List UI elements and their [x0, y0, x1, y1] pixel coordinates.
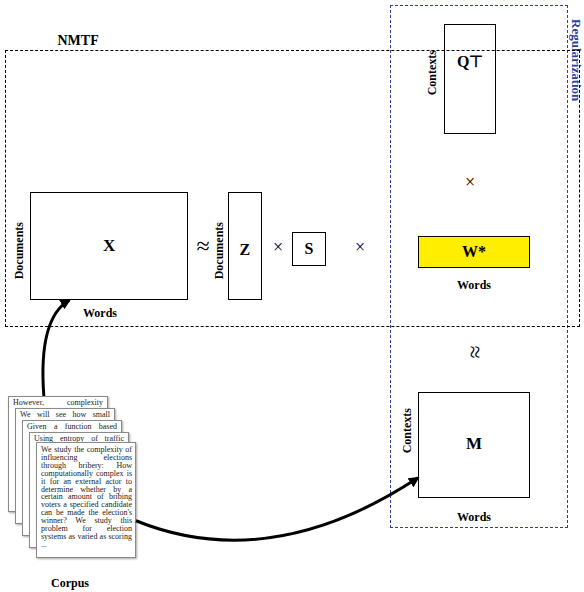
group-title: Regularization — [569, 19, 583, 101]
matrix-box: S — [292, 232, 326, 266]
matrix-label: Words — [457, 279, 491, 292]
document-text: We will see how small — [20, 411, 110, 419]
matrix-box: ContextsMWords — [418, 392, 530, 498]
operator-symbol: × — [465, 173, 475, 193]
matrix-label: W* — [462, 243, 486, 261]
matrix-label: M — [466, 435, 482, 454]
matrix-box: DocumentsXWords — [30, 192, 188, 300]
axis-label: Documents — [13, 222, 26, 279]
operator-symbol: ≈ — [197, 233, 210, 259]
axis-label: Contexts — [401, 408, 414, 453]
document-text: Given a function based — [27, 423, 117, 431]
document-text: However, complexity — [13, 399, 103, 407]
matrix-label: X — [103, 237, 115, 256]
matrix-label: Z — [240, 241, 251, 259]
matrix-box: W*Words — [418, 236, 530, 268]
document-page: We study the complexity of influencing e… — [36, 442, 136, 558]
curved-arrow — [136, 478, 418, 540]
corpus-stack: However, complexity We will see how small… — [8, 396, 136, 558]
axis-label: Contexts — [426, 50, 439, 95]
group-title: NMTF — [58, 33, 99, 48]
matrix-label: Words — [457, 511, 491, 524]
operator-symbol: × — [273, 238, 283, 258]
axis-label: Documents — [213, 222, 226, 279]
document-text: We study the complexity of influencing e… — [41, 446, 132, 549]
matrix-label: Corpus — [51, 577, 89, 590]
curved-arrow — [43, 300, 70, 396]
matrix-label: Words — [83, 307, 117, 320]
matrix-box: DocumentsZ — [228, 192, 262, 300]
matrix-label: S — [305, 240, 314, 258]
matrix-box: ContextsQ⊤ — [444, 24, 496, 134]
operator-symbol: × — [355, 238, 365, 258]
nmtf-group: NMTFDocumentsXWordsDocumentsZSW*Words — [5, 50, 580, 327]
matrix-label: Q⊤ — [457, 53, 483, 71]
operator-symbol: ≈ — [461, 346, 487, 359]
